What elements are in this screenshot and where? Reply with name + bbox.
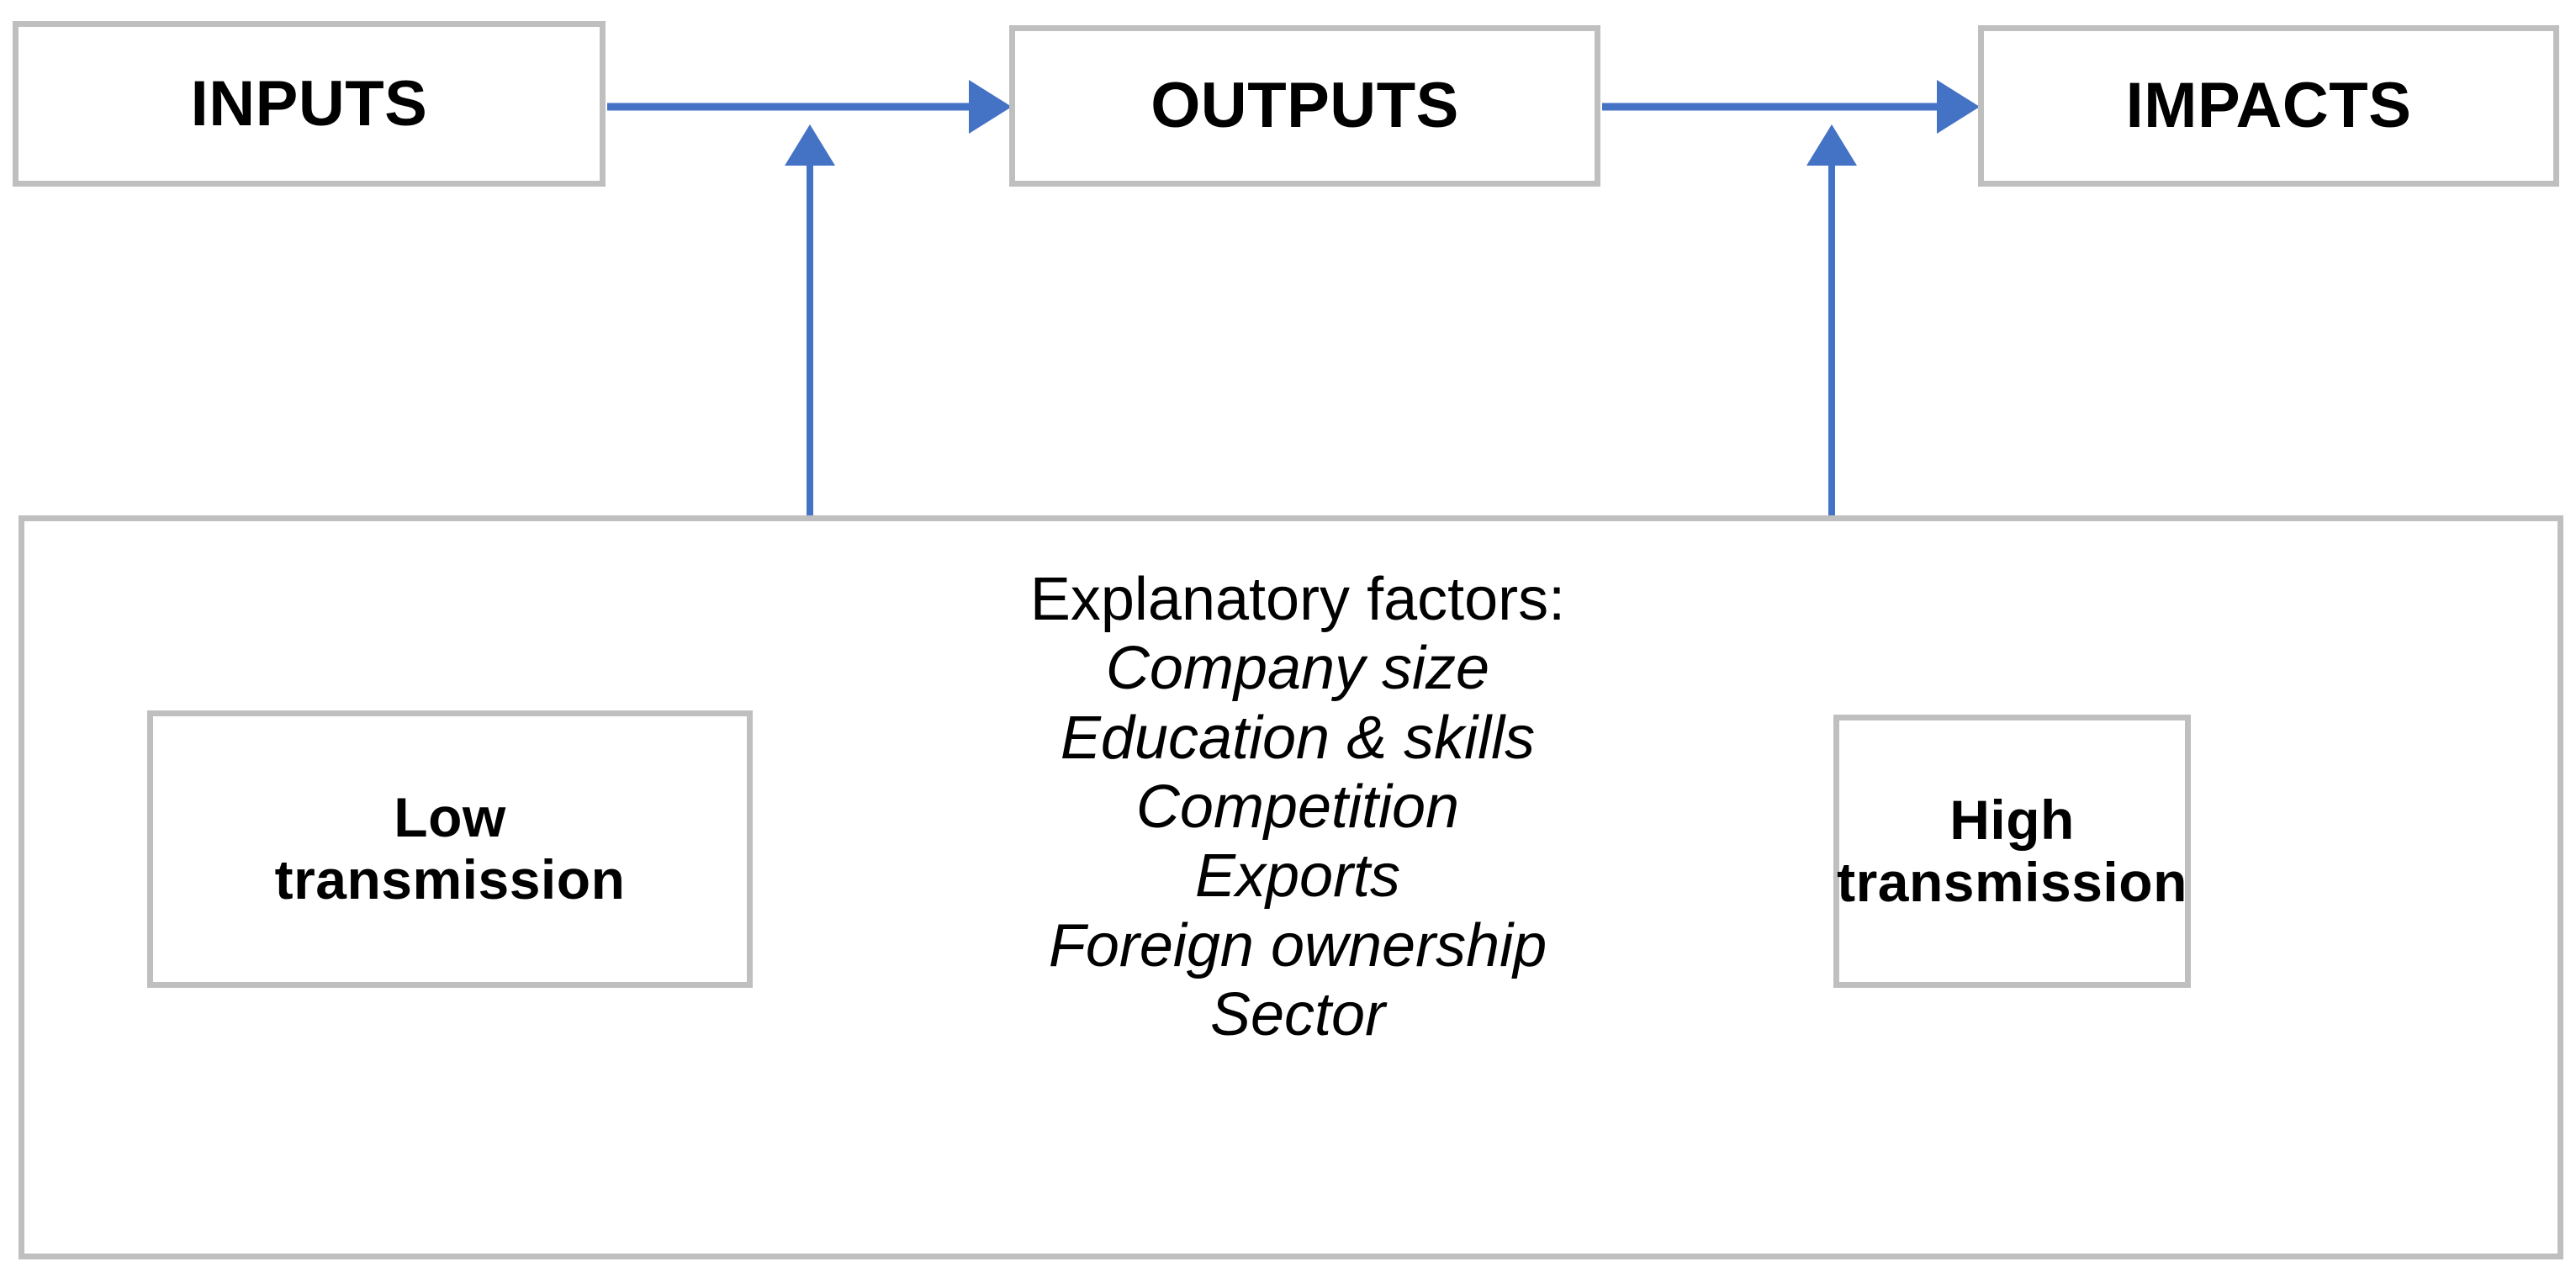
stage-box-outputs[interactable]: OUTPUTS [1009,25,1600,187]
stage-label-impacts: IMPACTS [2125,70,2412,142]
low-transmission-label: Low transmission [274,786,626,911]
arrow-factors-to-inputs-outputs [785,124,835,517]
factor-item-education-skills: Education & skills [1060,704,1536,772]
factor-item-company-size: Company size [1105,635,1490,703]
arrow-outputs-to-impacts [1602,80,1980,134]
factor-item-competition: Competition [1135,773,1460,841]
high-transmission-label: High transmission [1837,788,2187,913]
explanatory-factors-list: Explanatory factors: Company size Educat… [877,565,1718,1050]
arrow-inputs-to-outputs [607,80,1012,134]
stage-label-outputs: OUTPUTS [1150,70,1459,142]
low-transmission-box[interactable]: Low transmission [147,710,753,988]
factor-item-foreign-ownership: Foreign ownership [1048,911,1547,979]
stage-box-inputs[interactable]: INPUTS [13,21,606,187]
factor-item-sector: Sector [1209,981,1386,1049]
factor-item-exports: Exports [1194,842,1401,911]
explanatory-factors-heading: Explanatory factors: [1029,566,1566,633]
high-transmission-box[interactable]: High transmission [1833,715,2191,988]
arrow-factors-to-outputs-impacts [1806,124,1857,517]
stage-label-inputs: INPUTS [190,67,428,140]
stage-box-impacts[interactable]: IMPACTS [1978,25,2559,187]
